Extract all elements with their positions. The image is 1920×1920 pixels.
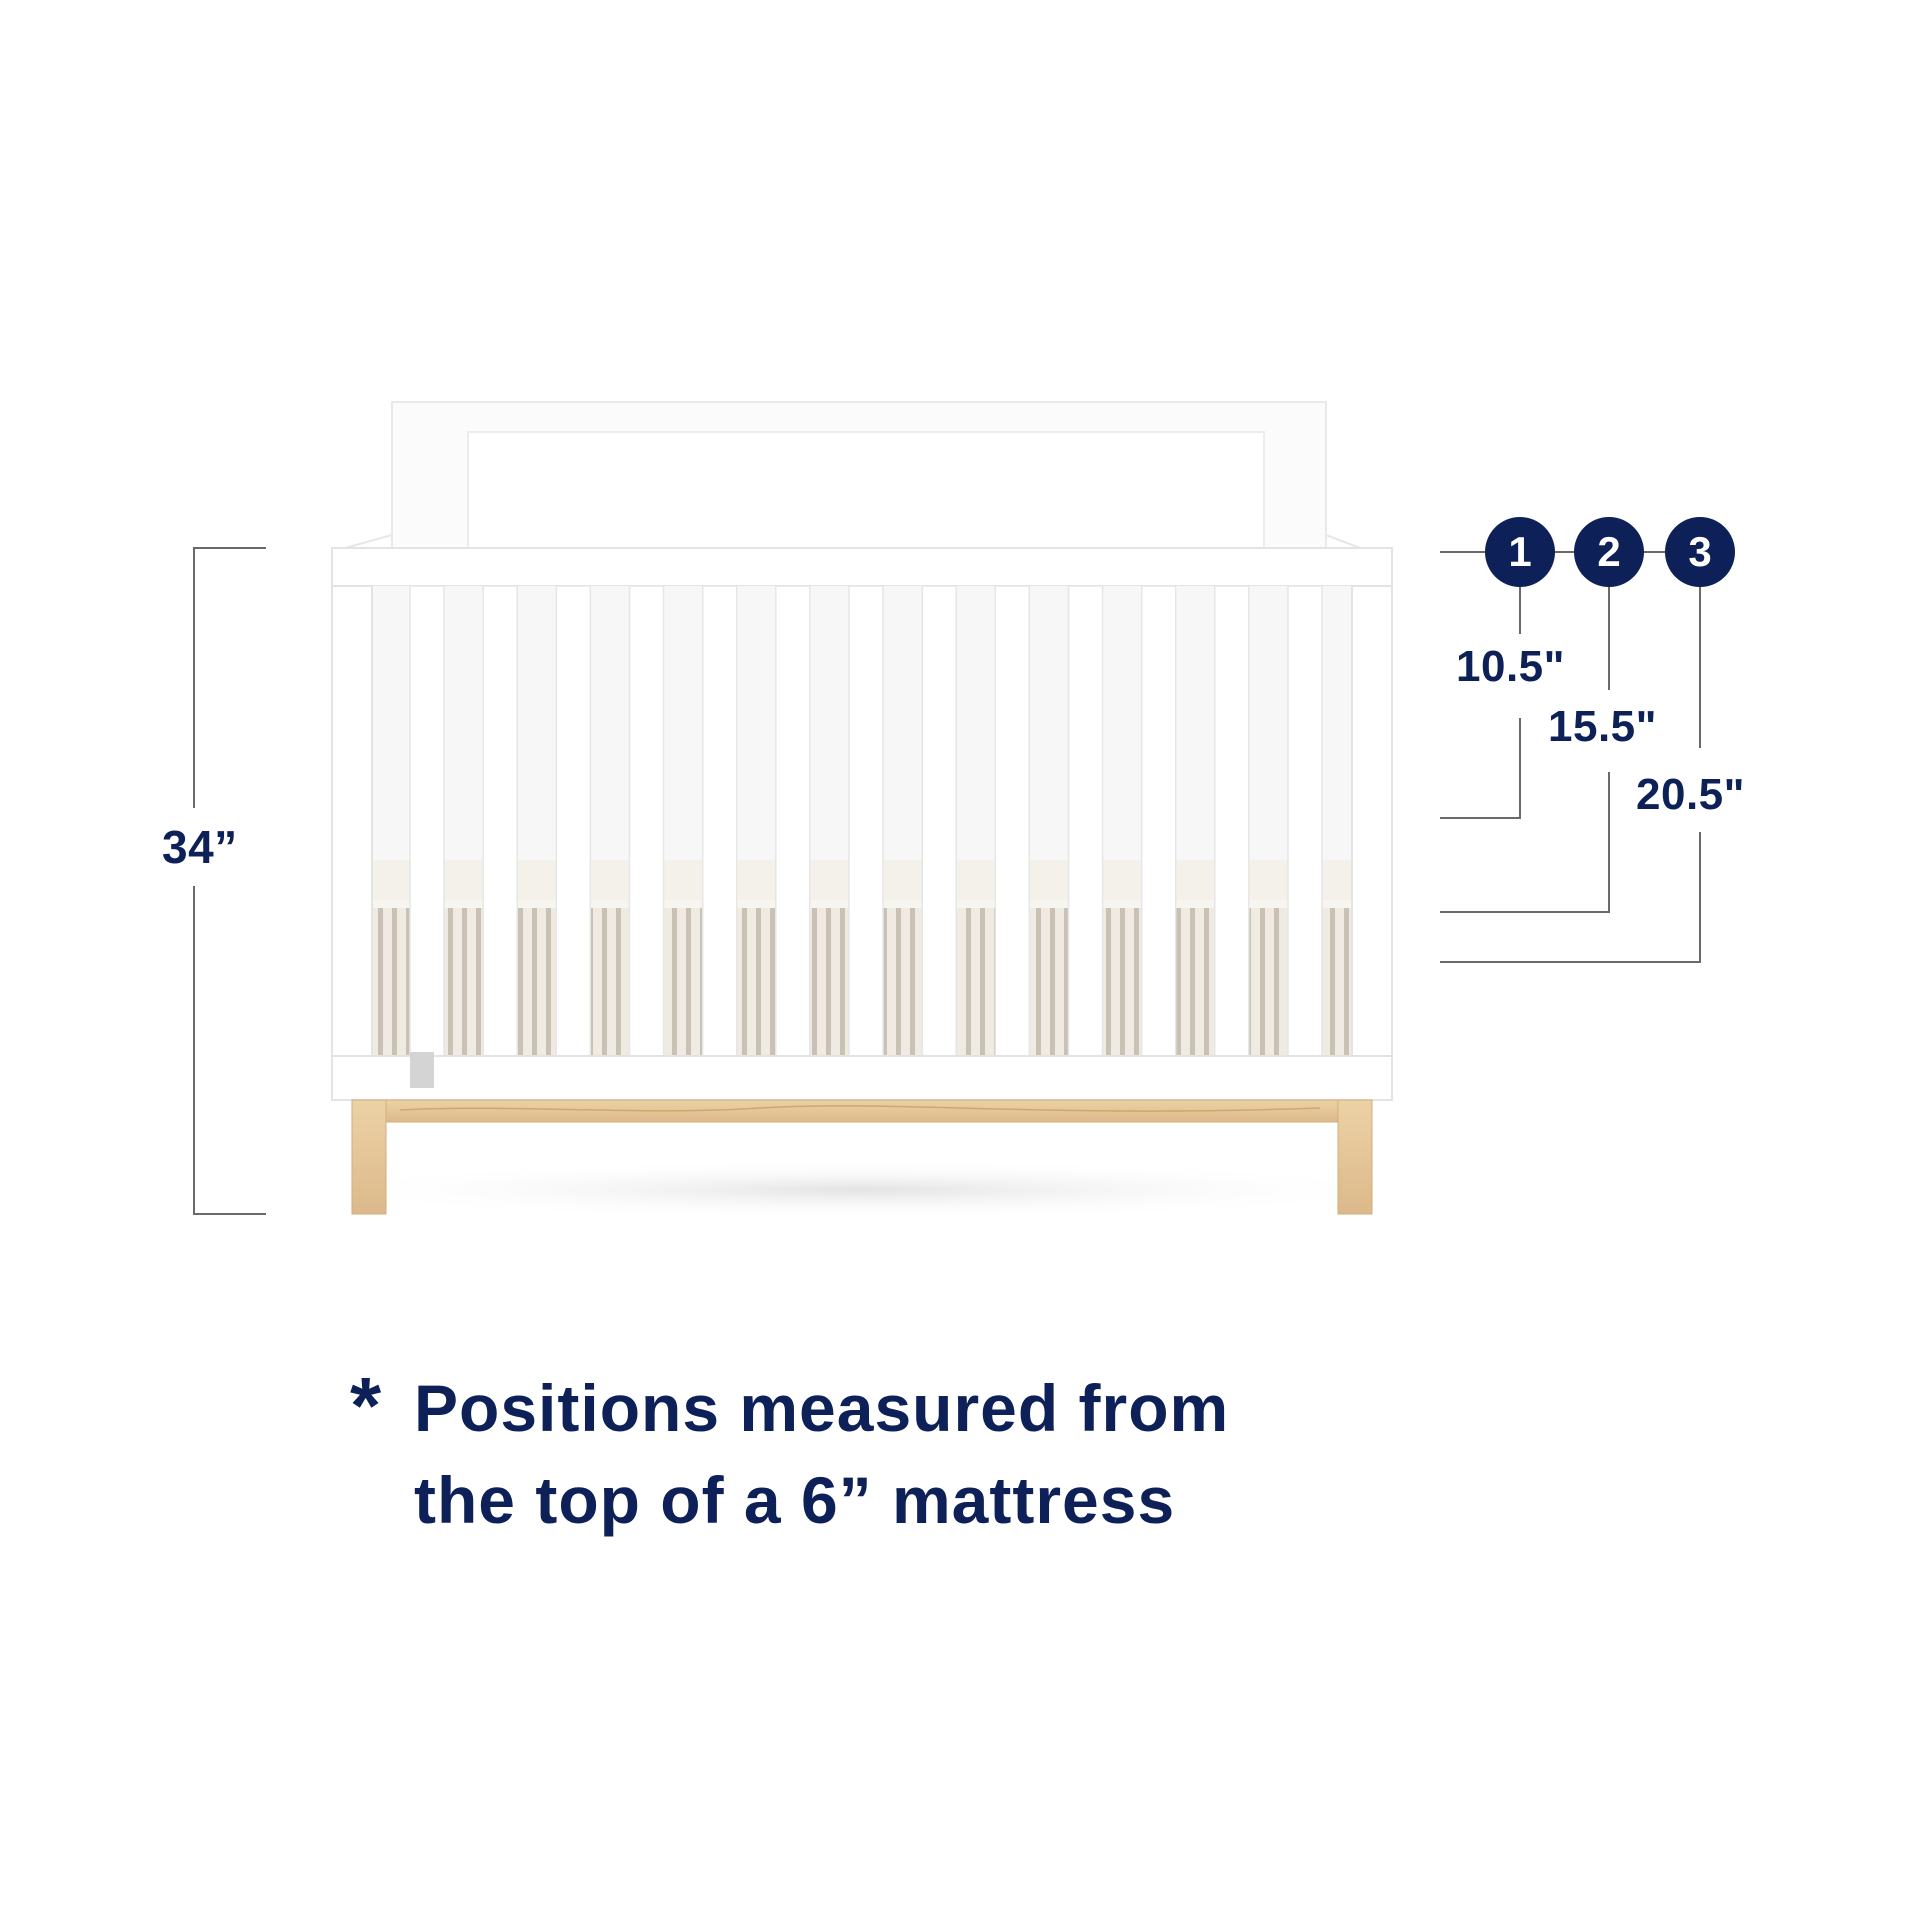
floor-shadow (300, 1160, 1420, 1220)
asterisk-icon: * (350, 1361, 383, 1450)
position-1-height: 10.5" (1456, 642, 1565, 691)
crib-top-rail (331, 547, 1393, 587)
crib-right-post (1351, 585, 1393, 1101)
crib-slat (701, 585, 738, 1057)
crib-slat (1287, 585, 1323, 1057)
crib-left-post (331, 585, 373, 1101)
position-1-badge: 1 (1485, 517, 1555, 587)
position-3-badge: 3 (1665, 517, 1735, 587)
brand-tag (410, 1052, 434, 1088)
crib-slat (409, 585, 445, 1057)
position-2-badge: 2 (1574, 517, 1644, 587)
crib-slats (409, 585, 1323, 1057)
position-3-height: 20.5" (1636, 770, 1745, 819)
crib-slat (1067, 585, 1104, 1057)
crib-slat (848, 585, 884, 1057)
crib-headboard (344, 401, 1393, 562)
footnote-line-1: Positions measured from (414, 1371, 1230, 1445)
crib-slat (921, 585, 957, 1057)
crib-slat (628, 585, 665, 1057)
crib-slat (1214, 585, 1250, 1057)
crib-slat (775, 585, 811, 1057)
mattress-position-guides (1440, 551, 1701, 963)
crib-slat (482, 585, 518, 1057)
crib-slat (555, 585, 592, 1057)
overall-height-label: 34” (162, 821, 238, 873)
footnote-text: Positions measured from the top of a 6” … (414, 1362, 1444, 1546)
crib-bottom-rail (331, 1055, 1393, 1101)
crib-slat (994, 585, 1031, 1057)
footnote-line-2: the top of a 6” mattress (414, 1463, 1176, 1537)
position-2-height: 15.5" (1548, 702, 1657, 751)
crib-wood-base (351, 1099, 1373, 1215)
crib-slat (1140, 585, 1177, 1057)
overall-height-guide (193, 547, 266, 1215)
